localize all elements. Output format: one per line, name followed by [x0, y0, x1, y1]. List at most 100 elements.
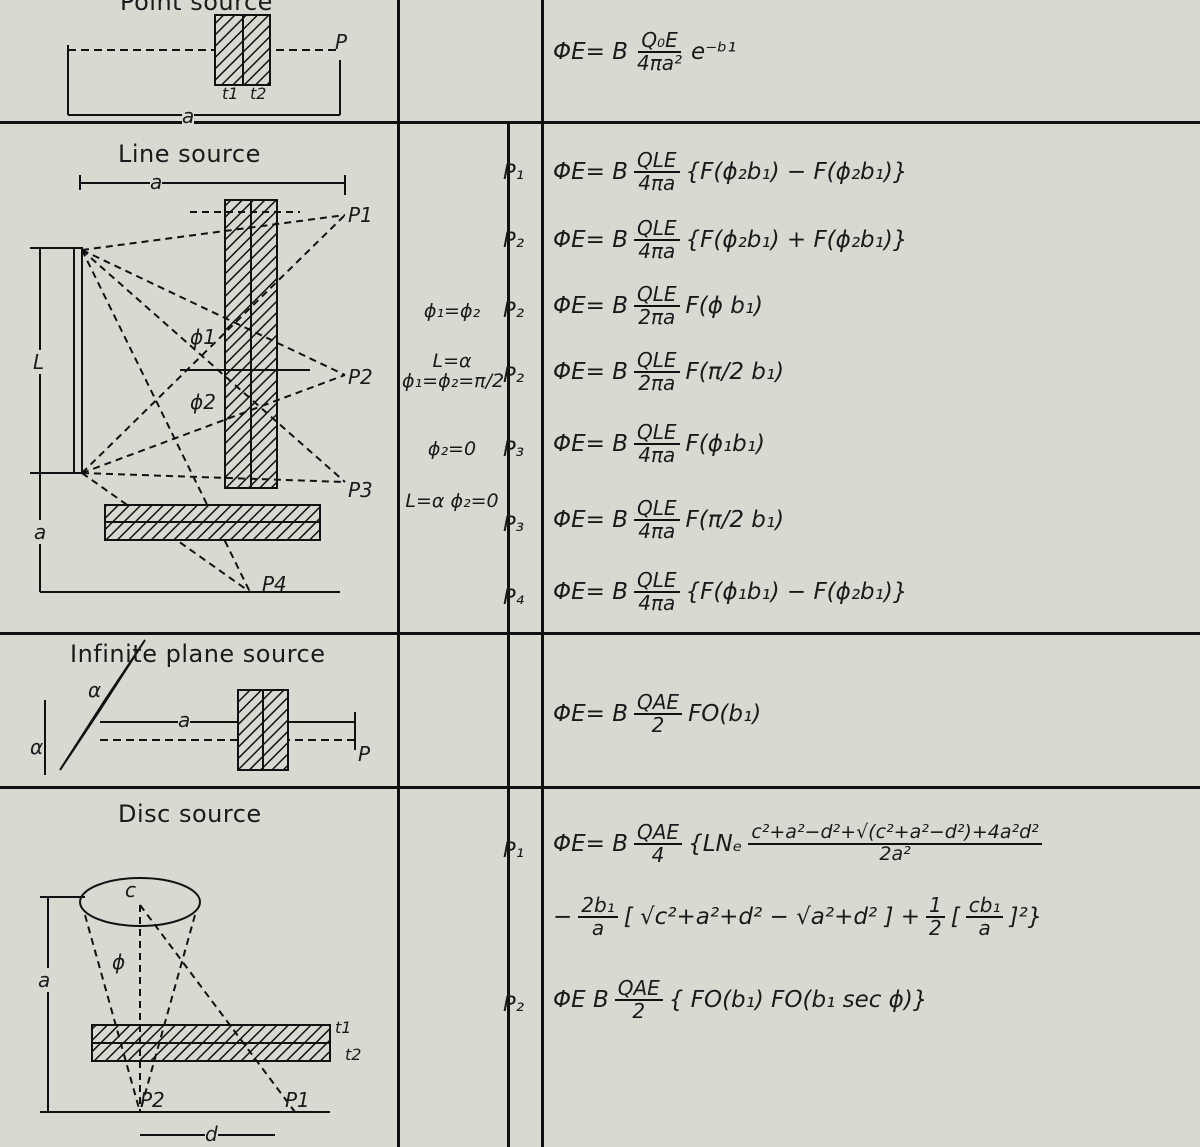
formula-lhs: ΦE= B — [553, 431, 628, 457]
denominator: 4πa — [638, 591, 676, 615]
diagram-label: L — [33, 350, 45, 374]
denominator: 4πa — [638, 171, 676, 195]
diagram-label: α — [88, 678, 102, 702]
diagram-label: P1 — [348, 203, 373, 227]
point-label: P₁ — [503, 838, 525, 862]
condition-label: L=α ϕ₂=0 — [405, 490, 499, 512]
numerator: Q₀E — [638, 30, 681, 53]
numerator: QAE — [634, 692, 683, 715]
denominator: 4πa — [638, 239, 676, 263]
diagram-label: a — [178, 708, 191, 732]
formula-lhs: ΦE= B — [553, 701, 628, 727]
row-divider — [0, 121, 1200, 124]
condition-label: ϕ₁=ϕ₂ — [423, 300, 481, 322]
line-source-title: Line source — [118, 140, 261, 168]
diagram-label: P4 — [262, 572, 287, 596]
denominator: 4πa — [638, 519, 676, 543]
column-divider — [397, 0, 400, 1147]
formula-rest: F(ϕ₁b₁) — [685, 431, 765, 457]
column-divider — [541, 0, 544, 1147]
denominator: 4πa — [638, 443, 676, 467]
diagram-label: P3 — [348, 478, 373, 502]
diagram-label: ϕ1 — [190, 325, 216, 349]
denominator: a — [978, 916, 991, 940]
formula-rest: e⁻ᵇ¹ — [691, 39, 737, 65]
denominator: 2πa — [638, 371, 676, 395]
numerator: QLE — [634, 284, 680, 307]
formula-lhs: ΦE= B — [553, 359, 628, 385]
formula-lhs: ΦE= B — [553, 227, 628, 253]
formula-rest: { FO(b₁) FO(b₁ sec ϕ)} — [668, 987, 928, 1013]
numerator: c²+a²−d²+√(c²+a²−d²)+4a²d² — [748, 822, 1042, 845]
diagram-label: ϕ2 — [190, 390, 216, 414]
diagram-label: a — [150, 170, 163, 194]
diagram-label: c — [125, 878, 136, 902]
formula-lhs: ΦE= B — [553, 159, 628, 185]
formula-rest: FO(b₁) — [688, 701, 762, 727]
numerator: QLE — [634, 498, 680, 521]
formula-lhs: ΦE= B — [553, 507, 628, 533]
diagram-label: P2 — [140, 1088, 165, 1112]
numerator: 1 — [926, 895, 945, 918]
numerator: QAE — [634, 822, 683, 845]
denominator: 2 — [632, 999, 646, 1023]
numerator: QLE — [634, 350, 680, 373]
diagram-label: t1 — [222, 84, 239, 103]
diagram-label: t1 — [335, 1018, 352, 1037]
denominator: a — [591, 916, 605, 940]
point-source-title: Point source — [120, 0, 273, 16]
numerator: 2b₁ — [578, 895, 618, 918]
denominator: 2 — [651, 713, 665, 737]
denominator: 4πa² — [637, 51, 683, 75]
row-divider — [0, 786, 1200, 789]
numerator: QLE — [634, 218, 680, 241]
point-label: P₃ — [503, 437, 525, 461]
numerator: QAE — [614, 978, 663, 1001]
numerator: QLE — [634, 150, 680, 173]
formula-rest: {LNₑ — [688, 831, 743, 857]
numerator: QLE — [634, 422, 680, 445]
diagram-label: P1 — [285, 1088, 310, 1112]
point-label: P₂ — [503, 298, 525, 322]
diagram-label: t2 — [345, 1045, 362, 1064]
denominator: 4 — [651, 843, 665, 867]
diagram-label: t2 — [250, 84, 267, 103]
point-label: P₃ — [503, 512, 525, 536]
point-label: P₂ — [503, 228, 525, 252]
diagram-label: a — [34, 520, 47, 544]
numerator: cb₁ — [965, 895, 1004, 918]
formula-rest: ]²} — [1009, 904, 1043, 930]
point-label: P₂ — [503, 992, 525, 1016]
point-label: P₂ — [503, 363, 525, 387]
formula-lhs: ΦE= B — [553, 579, 628, 605]
source-diagrams — [30, 14, 356, 1136]
formula-lhs: ΦE= B — [553, 831, 628, 857]
point-label: P₁ — [503, 160, 525, 184]
denominator: 2 — [929, 916, 942, 940]
plane-source-title: Infinite plane source — [70, 640, 326, 668]
formula-rest: {F(ϕ₂b₁) − F(ϕ₂b₁)} — [685, 159, 908, 185]
disc-source-title: Disc source — [118, 800, 262, 828]
diagram-label: P — [335, 30, 348, 54]
diagram-label: P2 — [348, 365, 373, 389]
diagram-label: ϕ — [112, 950, 126, 974]
formula-lhs: ΦE= B — [553, 39, 628, 65]
condition-label: ϕ₂=0 — [427, 438, 477, 460]
formula-rest: F(π/2 b₁) — [685, 359, 785, 385]
numerator: QLE — [634, 570, 680, 593]
formula-lhs: ΦE B — [553, 987, 609, 1013]
point-label: P₄ — [503, 585, 525, 609]
formula-rest: F(π/2 b₁) — [685, 507, 785, 533]
diagram-label: a — [182, 104, 195, 128]
diagram-label: a — [38, 968, 51, 992]
